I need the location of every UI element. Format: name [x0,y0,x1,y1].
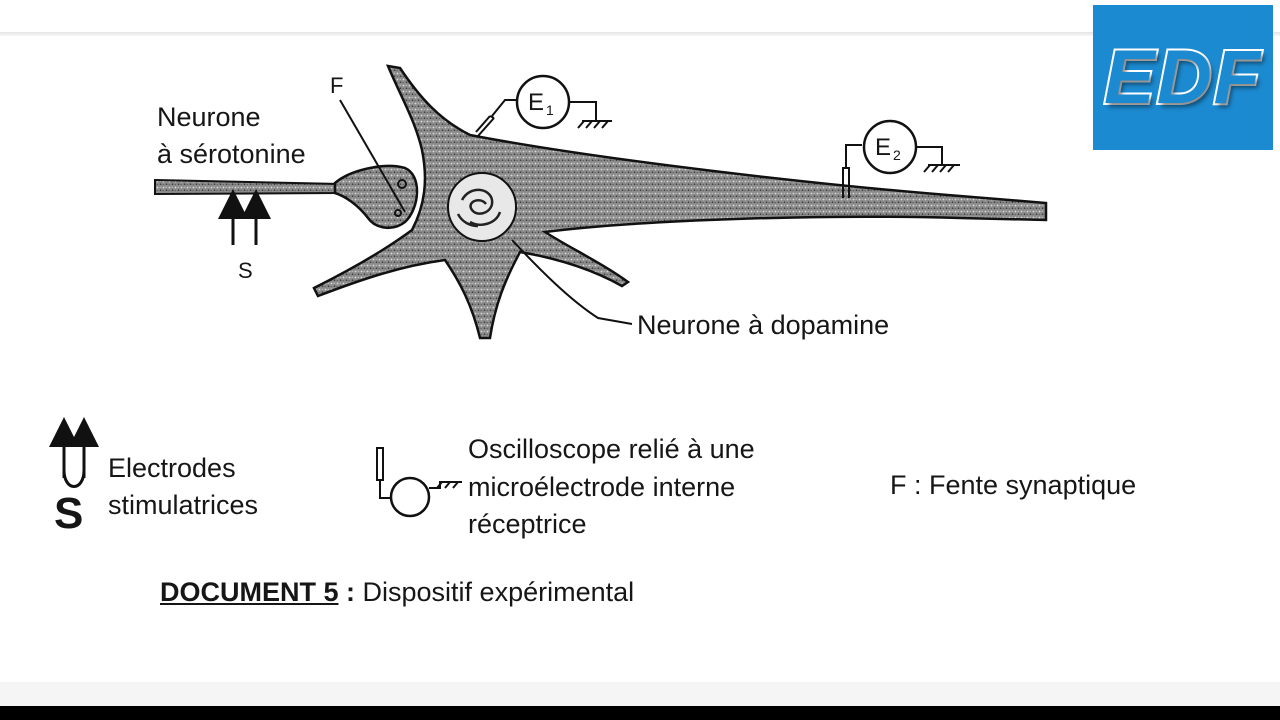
legend-stim-letter: S [54,489,84,538]
serotonin-neuron-label-line1: Neurone [157,102,261,132]
legend-stim-line1: Electrodes [108,453,236,483]
serotonin-neuron-label-line2: à sérotonine [157,139,306,169]
legend-cleft: F : Fente synaptique [890,470,1137,500]
electrode1-needle [475,115,495,137]
legend-stim-line2: stimulatrices [108,490,259,520]
serotonin-terminal [333,164,419,230]
legend-ground [429,481,462,489]
nucleus-chromatin [456,188,502,228]
top-divider [0,32,1280,36]
electrode1-label: E [528,89,544,116]
bottom-strip [0,682,1280,706]
legend-electrode-needle [376,447,392,499]
nucleus [447,172,517,242]
synaptic-vesicle [394,209,402,217]
synaptic-vesicle [397,179,407,189]
electrode2-sub: 2 [893,147,901,163]
legend-osc-line1: Oscilloscope relié à une [468,434,755,464]
legend-osc-line3: réceptrice [468,509,587,539]
cleft-pointer-line [339,99,406,213]
ground-e1 [569,101,612,129]
dopamine-neuron-body [312,64,1048,340]
caption-separator: : [338,577,363,607]
stim-letter: S [238,258,253,283]
electrode1-sub: 1 [546,102,554,118]
bottom-bar [0,706,1280,720]
edf-logo: EDF [1093,5,1273,150]
caption-title: DOCUMENT 5 [160,577,339,607]
caption-text: Dispositif expérimental [362,577,635,607]
legend-stim-loop [62,469,86,488]
legend-oscilloscope-icon [389,476,431,518]
dopamine-neuron-label: Neurone à dopamine [637,310,890,340]
electrode1-wire [491,99,518,117]
electrode2-label: E [875,134,891,161]
legend-osc-line2: microélectrode interne [468,472,736,502]
dopamine-pointer-line [511,239,633,325]
electrode2-needle [842,144,862,198]
cleft-letter: F [330,73,343,98]
ground-e2 [916,146,960,173]
serotonin-axon [154,178,341,196]
logo-text: EDF [1102,33,1262,122]
document-caption: DOCUMENT 5 : Dispositif expérimental [160,574,634,611]
